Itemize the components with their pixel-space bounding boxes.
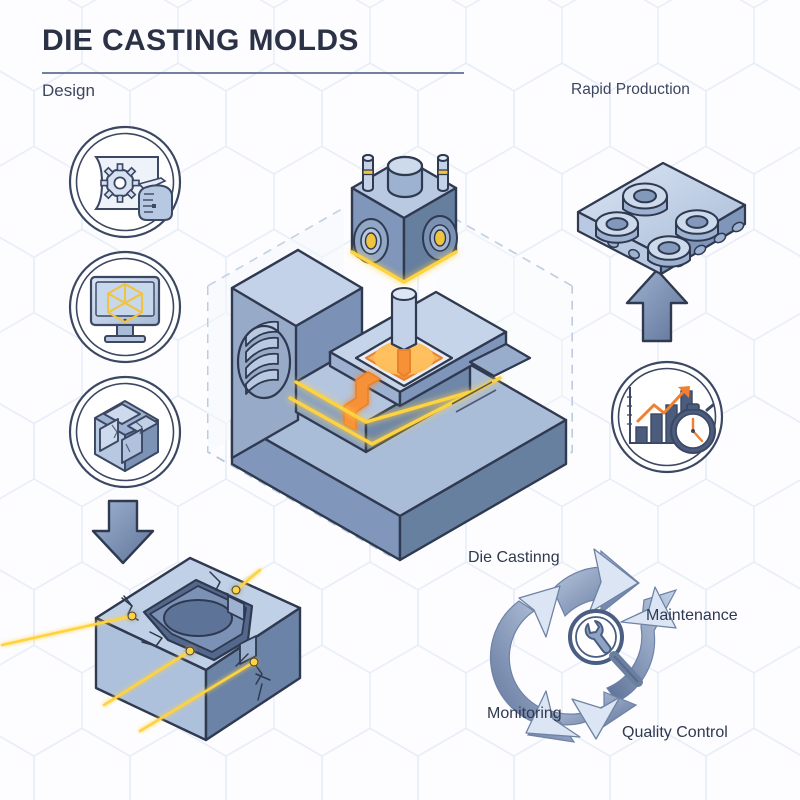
cycle-label-maintenance: Maintenance (646, 607, 738, 624)
die-casting-machine-isometric (230, 154, 568, 562)
page-title: DIE CASTING MOLDS (42, 24, 359, 57)
cycle-label-die-casting: Die Castinng (468, 549, 560, 566)
cad-monitor-icon (68, 250, 182, 364)
cast-metal-part-isometric (576, 161, 747, 276)
cycle-label-monitoring: Monitoring (487, 705, 562, 722)
blueprint-gear-hand-icon (68, 125, 182, 239)
cycle-arrow-4 (489, 600, 576, 743)
title-rule (42, 72, 464, 74)
section-label-design: Design (42, 81, 95, 100)
section-label-rapid-production: Rapid Production (571, 81, 690, 98)
mold-block-icon (68, 375, 182, 489)
process-cycle-diagram (489, 548, 678, 743)
magnifier-wrench-icon (568, 609, 643, 687)
arrow-down (91, 499, 155, 565)
analytics-stopwatch-icon (610, 360, 724, 474)
cycle-label-quality-control: Quality Control (622, 724, 728, 741)
cracked-mold-block-isometric (0, 556, 302, 742)
arrow-up (625, 268, 689, 343)
